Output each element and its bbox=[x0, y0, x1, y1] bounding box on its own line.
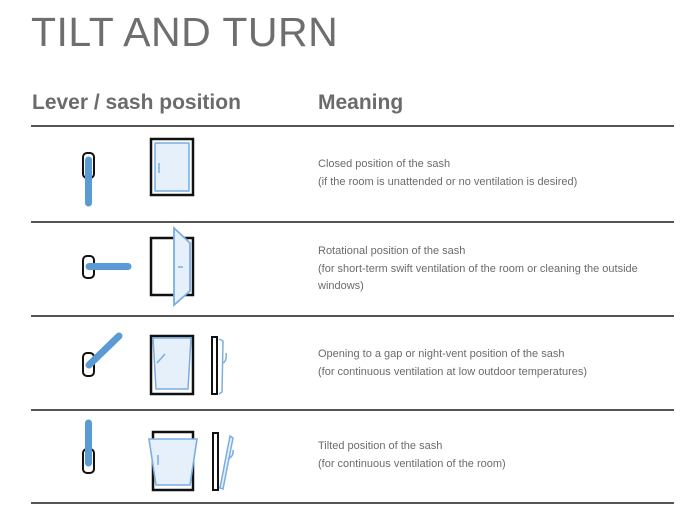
header-divider bbox=[31, 125, 674, 127]
lever-down-icon bbox=[82, 152, 95, 207]
lever-diagonal-icon bbox=[82, 332, 123, 377]
meaning-detail: (for continuous ventilation of the room) bbox=[318, 457, 506, 470]
meaning-title: Rotational position of the sash bbox=[318, 245, 466, 257]
row-icons bbox=[31, 223, 291, 315]
table-row: Opening to a gap or night-vent position … bbox=[31, 317, 674, 409]
meaning-detail: (for short-term swift ventilation of the… bbox=[318, 262, 638, 293]
lever-horizontal-icon bbox=[82, 255, 132, 279]
meaning-title: Opening to a gap or night-vent position … bbox=[318, 348, 565, 360]
gap-vent-window-icon bbox=[149, 334, 195, 396]
table-row: Rotational position of the sash (for sho… bbox=[31, 223, 674, 315]
tilted-side-view-icon bbox=[212, 432, 234, 491]
table-row: Tilted position of the sash (for continu… bbox=[31, 411, 674, 502]
table-row: Closed position of the sash (if the room… bbox=[31, 127, 674, 221]
row-icons bbox=[31, 317, 291, 409]
row-divider bbox=[31, 221, 674, 223]
table-bottom-divider bbox=[31, 502, 674, 504]
column-header-position: Lever / sash position bbox=[32, 91, 241, 114]
gap-vent-side-view-icon bbox=[211, 336, 227, 395]
meaning-detail: (for continuous ventilation at low outdo… bbox=[318, 365, 588, 378]
page-title: TILT AND TURN bbox=[31, 9, 339, 55]
row-icons bbox=[31, 127, 291, 221]
row-icons bbox=[31, 411, 291, 502]
meaning-detail: (if the room is unattended or no ventila… bbox=[318, 175, 578, 188]
turned-window-icon bbox=[149, 225, 195, 307]
row-divider bbox=[31, 315, 674, 317]
meaning-title: Closed position of the sash bbox=[318, 158, 451, 170]
lever-up-icon bbox=[82, 419, 95, 474]
column-header-meaning: Meaning bbox=[318, 91, 404, 114]
row-divider bbox=[31, 409, 674, 411]
tilted-window-icon bbox=[148, 430, 198, 492]
meaning-title: Tilted position of the sash bbox=[318, 440, 443, 452]
closed-window-icon bbox=[149, 137, 195, 197]
